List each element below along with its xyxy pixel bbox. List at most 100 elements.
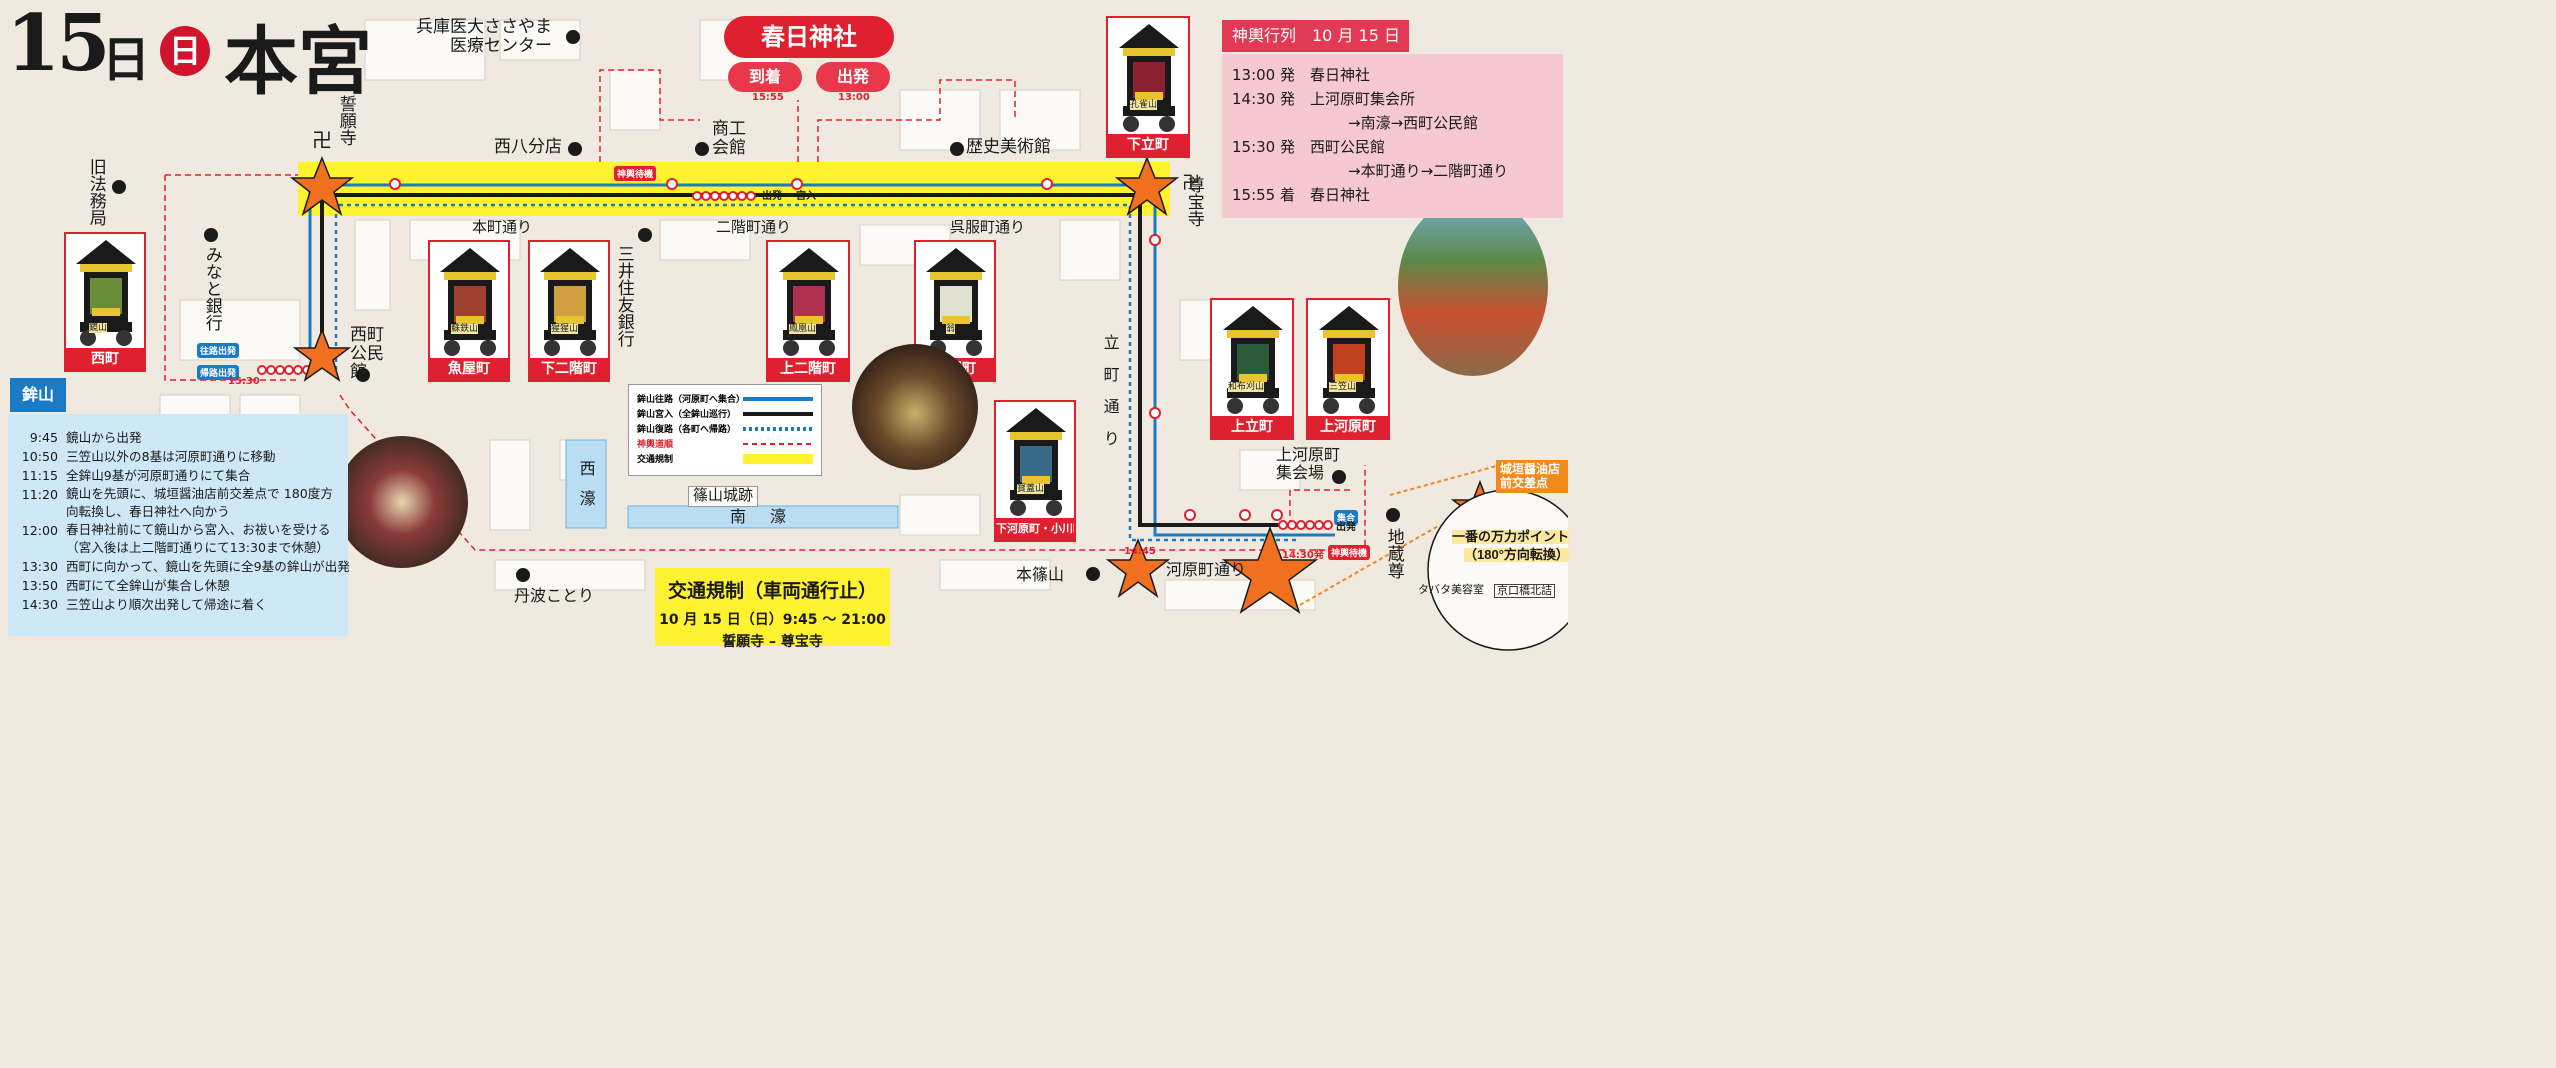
kamikawara-kaijo-label: 上河原町集会場 [1276, 447, 1341, 482]
depart-pill: 出発 [816, 62, 890, 92]
float-illustration [1006, 408, 1066, 516]
float-illustration [540, 248, 600, 356]
honsasayama-label: 本篠山 [1016, 567, 1065, 584]
tanba-kotori-marker [516, 568, 530, 582]
time-1445: 14:45 [1124, 546, 1156, 557]
honsasayama-marker [1086, 567, 1100, 581]
mitsui-marker [638, 228, 652, 242]
photo-shrine-procession [1398, 196, 1548, 376]
return-start-tag: 帰路出発 [197, 365, 240, 380]
hokoyama-title: 鉾山 [10, 378, 66, 412]
photo-lion-dance [852, 344, 978, 470]
procession-row: 14:30 発 上河原町集会所 [1232, 90, 1415, 108]
heading-day-suffix: 日 [102, 32, 151, 88]
traffic-where: 誓願寺 – 尊宝寺 [722, 634, 823, 650]
tabata-label: タバタ美容室 [1418, 584, 1484, 596]
float-name: 西町 [66, 348, 144, 370]
shuppatsu-tag: 出発 [762, 191, 782, 202]
legend-swatch [743, 426, 813, 431]
float-illustration [1119, 24, 1179, 132]
photo-float-closeup [336, 436, 468, 568]
float-illustration [926, 248, 986, 356]
shinyo-taiki-tag-2: 神輿待機 [1328, 545, 1371, 560]
shinyo-taiki-tag-1: 神輿待機 [614, 166, 657, 181]
time-1430: 14:30発 [1282, 550, 1324, 561]
float-name: 下立町 [1108, 134, 1188, 156]
kamikawara-kaijo-marker [1332, 470, 1346, 484]
gofukumachi-dori-label: 呉服町通り [950, 219, 1026, 236]
legend-item: 交通規制 [637, 451, 813, 466]
shrine-badge: 春日神社 [724, 16, 894, 58]
mikoshi-route [164, 69, 1366, 551]
legend-item: 鉾山往路（河原町へ集合） [637, 391, 813, 406]
legend-swatch [743, 453, 813, 464]
sasayama-castle-label: 篠山城跡 [688, 486, 759, 507]
arrive-time: 15:55 [752, 92, 784, 103]
time-1530: 15:30 [228, 376, 260, 387]
float-name: 上立町 [1212, 416, 1292, 438]
outbound-start-tag: 往路出発 [197, 343, 240, 358]
tanba-kotori-label: 丹波ことり [514, 588, 595, 605]
street-map [159, 19, 1568, 651]
jizoson-marker [1386, 508, 1400, 522]
procession-row: 15:30 発 西町公民館 [1232, 138, 1385, 156]
minato-marker [204, 228, 218, 242]
nishibori-label: 西濠 [576, 460, 594, 520]
legend-swatch [743, 442, 813, 445]
heading-day: 15 [6, 0, 111, 89]
nishihachi-marker [568, 142, 582, 156]
nikaimachi-dori-label: 二階町通り [716, 219, 792, 236]
float-sign-gofukumachi: 翁 [946, 323, 956, 334]
traffic-restriction-band [298, 162, 1170, 216]
hommachi-dori-label: 本町通り [472, 219, 533, 236]
heading-place: 本宮 [224, 19, 372, 105]
kojoya-label: 城垣醤油店前交差点 [1496, 460, 1568, 493]
arrive-pill: 到着 [728, 62, 802, 92]
float-card-kaminikaimachi: 上二階町 [766, 240, 850, 382]
jizoson-label: 地蔵尊 [1384, 528, 1404, 579]
traffic-when: 10 月 15 日（日）9:45 ～ 21:00 [659, 612, 886, 628]
procession-row: →南濠→西町公民館 [1348, 114, 1479, 132]
float-card-kamikawaramachi: 上河原町 [1306, 298, 1390, 440]
float-card-nishimachi: 西町 [64, 232, 146, 372]
minato-label: みなと銀行 [202, 246, 222, 331]
inset-map [1427, 489, 1568, 651]
hospital-label: 兵庫医大ささやま 医療センター [416, 17, 552, 55]
float-sign-kamikawaramachi: 三笠山 [1329, 381, 1357, 392]
shugo-tag: 集合 [1334, 510, 1359, 525]
traffic-title: 交通規制（車両通行止） [667, 580, 877, 602]
float-sign-shimokawaramachi: 寳蓋山 [1017, 483, 1045, 494]
float-illustration [76, 240, 136, 346]
procession-row: 15:55 着 春日神社 [1232, 186, 1370, 204]
shuppatsu-tag-2: 出発 [1336, 522, 1356, 533]
float-name: 魚屋町 [430, 358, 508, 380]
float-card-shimotachimachi: 下立町 [1106, 16, 1190, 158]
depart-time: 13:00 [838, 92, 870, 103]
sonpoji-manji: 卍 [1182, 173, 1200, 193]
kyuhomukyoku-marker [112, 180, 126, 194]
procession-row: →本町通り→二階町通り [1348, 162, 1509, 180]
float-sign-shimonikaimachi: 猩猩山 [551, 323, 579, 334]
legend-item: 鉾山宮入（全鉾山巡行） [637, 406, 813, 421]
shokokaikan-label: 商工会館 [712, 119, 746, 157]
route-legend: 鉾山往路（河原町へ集合） 鉾山宮入（全鉾山巡行） 鉾山復路（各町へ帰路） 神輿道… [628, 384, 822, 476]
legend-swatch [743, 411, 813, 416]
nishihachi-label: 西八分店 [494, 137, 562, 156]
float-illustration [440, 248, 500, 356]
procession-row: 13:00 発 春日神社 [1232, 66, 1370, 84]
float-sign-shimotachimachi: 孔雀山 [1130, 99, 1158, 110]
mitsui-label: 三井住友銀行 [614, 245, 634, 347]
float-name: 下二階町 [530, 358, 608, 380]
float-name: 下河原町・小川町 [996, 518, 1074, 540]
city-blocks [159, 19, 1316, 611]
minamibori-label: 南濠 [730, 509, 811, 526]
manriki-label-1: 一番の万力ポイント [1452, 529, 1570, 545]
float-sign-kaminikaimachi: 鳳凰山 [789, 323, 817, 334]
float-sign-kamitachimachi: 和布刈山 [1228, 381, 1265, 392]
